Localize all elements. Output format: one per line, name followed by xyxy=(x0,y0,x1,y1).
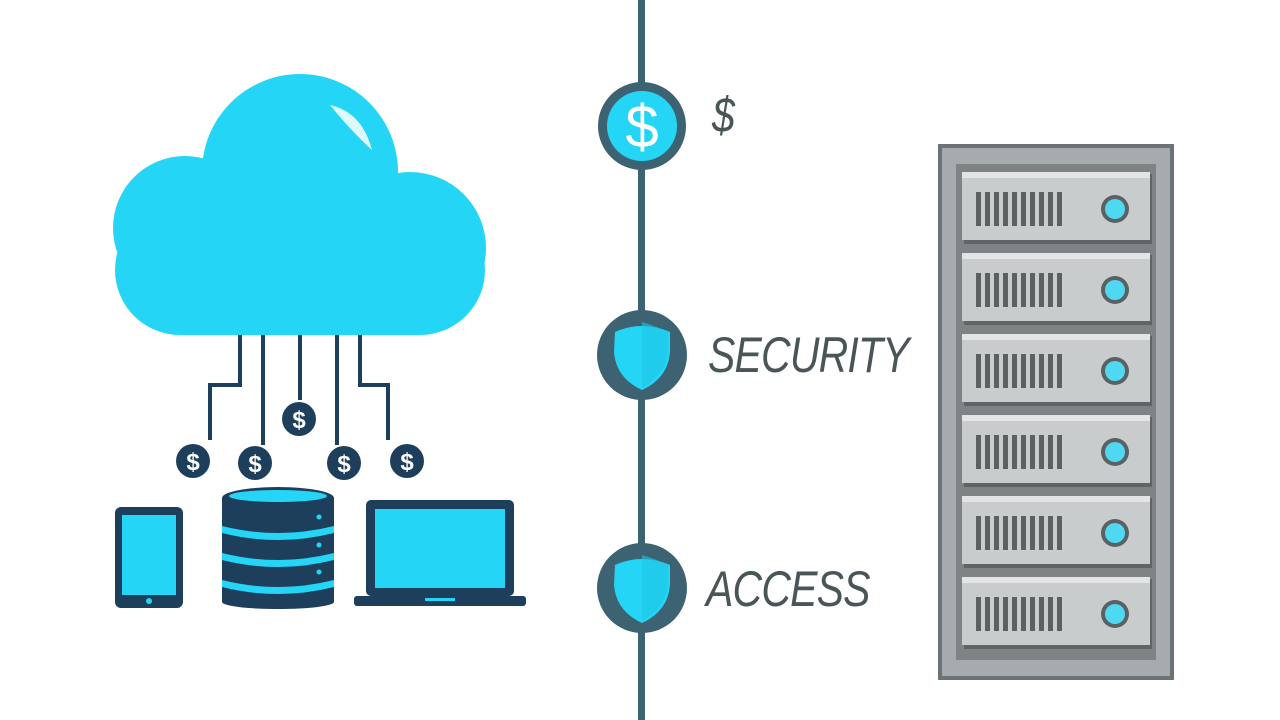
vent-slot xyxy=(1012,597,1017,631)
vent-slot xyxy=(985,597,990,631)
vent-slot xyxy=(976,597,981,631)
vent-slot xyxy=(1021,597,1026,631)
status-light xyxy=(1105,280,1125,300)
vent-slot xyxy=(1057,273,1062,307)
security-label: SECURITY xyxy=(708,327,910,383)
vent-slot xyxy=(985,354,990,388)
svg-text:$: $ xyxy=(625,93,658,160)
shield-icon xyxy=(597,543,687,633)
vent-slot xyxy=(1057,597,1062,631)
vent-slot xyxy=(994,273,999,307)
vent-slot xyxy=(985,516,990,550)
vent-slot xyxy=(1048,516,1053,550)
vent-slot xyxy=(1021,192,1026,226)
vent-slot xyxy=(1003,354,1008,388)
vent-slot xyxy=(1003,516,1008,550)
dollar-coin-icon: $ xyxy=(282,402,316,436)
vent-slot xyxy=(976,354,981,388)
vent-slot xyxy=(1057,516,1062,550)
dollar-coin-icon: $ xyxy=(327,446,361,480)
database-icon xyxy=(222,487,334,609)
vent-slot xyxy=(976,192,981,226)
vent-slot xyxy=(1030,354,1035,388)
shield-icon xyxy=(597,310,687,400)
laptop-icon xyxy=(354,500,526,606)
tablet-icon xyxy=(115,507,183,608)
vent-slot xyxy=(976,273,981,307)
dollar-coin-icon: $ xyxy=(390,444,424,478)
vent-slot xyxy=(1048,192,1053,226)
vent-slot xyxy=(1012,516,1017,550)
vent-slot xyxy=(1030,192,1035,226)
vent-slot xyxy=(1057,354,1062,388)
vent-slot xyxy=(994,354,999,388)
vent-slot xyxy=(1048,273,1053,307)
access-label: ACCESS xyxy=(706,561,871,617)
vent-slot xyxy=(1030,597,1035,631)
vent-slot xyxy=(1012,435,1017,469)
vent-slot xyxy=(1039,516,1044,550)
vent-slot xyxy=(1012,192,1017,226)
dollar-circle-icon: $ xyxy=(598,82,686,170)
vent-slot xyxy=(1012,273,1017,307)
svg-text:$: $ xyxy=(292,407,306,434)
server-unit xyxy=(962,415,1152,487)
status-light xyxy=(1105,523,1125,543)
status-light xyxy=(1105,442,1125,462)
cost-label: $ xyxy=(712,87,735,143)
dollar-coin-icon: $ xyxy=(176,444,210,478)
dollar-coin-icon: $ xyxy=(238,446,272,480)
vent-slot xyxy=(1021,273,1026,307)
cloud-connectors xyxy=(208,335,390,445)
vent-slot xyxy=(1030,516,1035,550)
vent-slot xyxy=(1021,354,1026,388)
vent-slot xyxy=(1039,435,1044,469)
svg-text:$: $ xyxy=(186,449,200,476)
server-unit xyxy=(962,334,1152,406)
server-unit xyxy=(962,253,1152,325)
vent-slot xyxy=(1003,273,1008,307)
svg-text:$: $ xyxy=(248,451,262,478)
vent-slot xyxy=(1057,435,1062,469)
vent-slot xyxy=(1012,354,1017,388)
vent-slot xyxy=(976,435,981,469)
vent-slot xyxy=(1048,435,1053,469)
vent-slot xyxy=(994,516,999,550)
vent-slot xyxy=(1030,435,1035,469)
vent-slot xyxy=(985,435,990,469)
cloud-icon xyxy=(113,74,486,335)
vent-slot xyxy=(976,516,981,550)
vent-slot xyxy=(985,192,990,226)
vent-slot xyxy=(1057,192,1062,226)
status-light xyxy=(1105,604,1125,624)
vent-slot xyxy=(1039,354,1044,388)
vent-slot xyxy=(1048,597,1053,631)
vent-slot xyxy=(1021,435,1026,469)
server-unit xyxy=(962,172,1152,244)
svg-text:$: $ xyxy=(337,451,351,478)
vent-slot xyxy=(1048,354,1053,388)
vent-slot xyxy=(1003,192,1008,226)
status-light xyxy=(1105,361,1125,381)
server-unit xyxy=(962,577,1152,649)
vent-slot xyxy=(985,273,990,307)
server-unit xyxy=(962,496,1152,568)
vent-slot xyxy=(1030,273,1035,307)
vent-slot xyxy=(994,435,999,469)
status-light xyxy=(1105,199,1125,219)
vent-slot xyxy=(1003,435,1008,469)
vent-slot xyxy=(1039,192,1044,226)
vent-slot xyxy=(994,192,999,226)
server-rack-icon xyxy=(938,144,1174,680)
vent-slot xyxy=(1003,597,1008,631)
vent-slot xyxy=(1039,597,1044,631)
vent-slot xyxy=(994,597,999,631)
svg-text:$: $ xyxy=(400,449,414,476)
vent-slot xyxy=(1039,273,1044,307)
vent-slot xyxy=(1021,516,1026,550)
